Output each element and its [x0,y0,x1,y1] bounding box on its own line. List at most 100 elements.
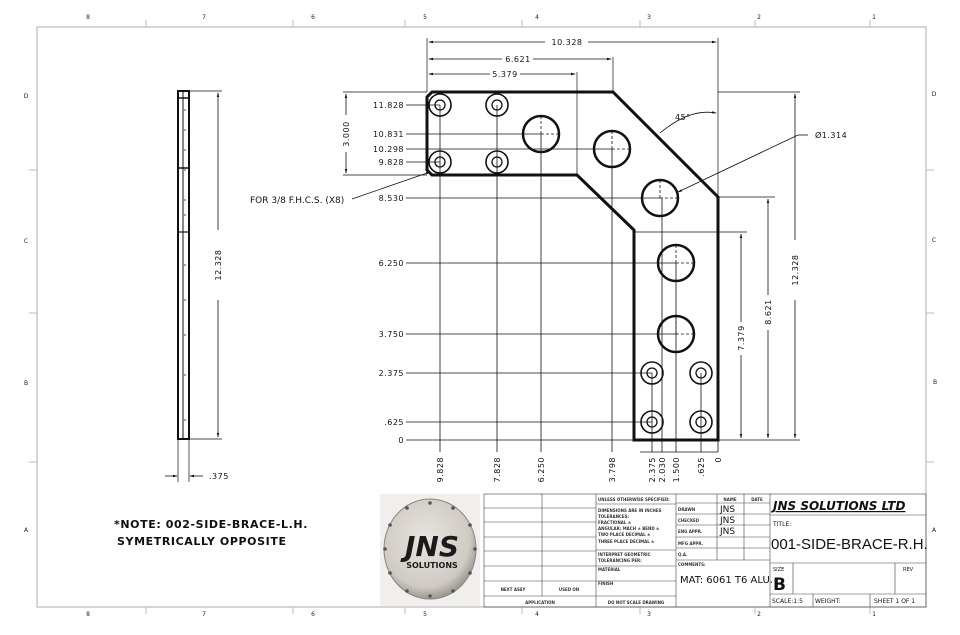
svg-text:2.375: 2.375 [648,457,657,482]
side-thickness-dim: .375 [209,472,229,481]
svg-text:Q.A.: Q.A. [678,552,688,557]
svg-text:0: 0 [714,457,723,463]
svg-text:D: D [24,93,29,100]
side-view: 12.328 .375 [165,90,229,482]
dim-top-flat: 6.621 [505,55,530,64]
svg-text:MATERIAL: MATERIAL [598,567,621,572]
svg-text:3: 3 [647,611,651,618]
svg-text:10.298: 10.298 [373,145,404,154]
svg-text:JNS: JNS [719,505,735,515]
svg-text:MFG APPR.: MFG APPR. [678,541,704,546]
svg-text:8: 8 [86,611,90,618]
company-name: JNS SOLUTIONS LTD [771,499,905,513]
svg-text:1.500: 1.500 [672,457,681,482]
zone-labels-left: D C B A [24,93,29,534]
zone-labels-bottom: 8 7 6 5 4 3 2 1 [86,611,876,618]
scale: SCALE:1:5 [772,598,803,605]
svg-text:C: C [24,238,28,245]
sheet-border [29,20,934,614]
svg-text:3: 3 [647,14,651,21]
countersunk-holes [428,93,713,434]
title-block-text: UNLESS OTHERWISE SPECIFIED: DIMENSIONS A… [501,497,928,605]
svg-text:*NOTE: 002-SIDE-BRACE-L.H.: *NOTE: 002-SIDE-BRACE-L.H. [114,518,308,531]
svg-text:A: A [932,527,937,534]
dim-arm-height: 3.000 [342,121,351,146]
svg-text:7: 7 [202,611,206,618]
dim-vertical-edge: 8.621 [764,299,773,324]
zone-labels-top: 8 7 6 5 4 3 2 1 [86,14,876,21]
svg-text:2.375: 2.375 [379,369,404,378]
svg-text:CHECKED: CHECKED [678,518,700,523]
svg-text:11.828: 11.828 [373,101,404,110]
svg-text:ENG APPR.: ENG APPR. [678,529,703,534]
svg-text:4: 4 [535,611,539,618]
svg-text:.625: .625 [384,418,404,427]
svg-text:6.250: 6.250 [379,259,404,268]
svg-text:10.831: 10.831 [373,130,404,139]
svg-text:9.828: 9.828 [379,158,404,167]
svg-text:C: C [932,237,936,244]
svg-text:JNS: JNS [719,516,735,526]
svg-text:DATE: DATE [751,497,763,502]
zone-labels-right: D C B A [932,91,937,534]
svg-text:1: 1 [872,14,876,21]
svg-text:INTERPRET GEOMETRIC: INTERPRET GEOMETRIC [598,552,651,557]
svg-text:2.030: 2.030 [658,457,667,482]
dim-overall-width: 10.328 [552,38,583,47]
sheet-size: B [773,575,786,595]
weight: WEIGHT: [815,598,841,605]
svg-text:5: 5 [423,14,427,21]
dim-leg-height: 7.379 [737,325,746,350]
dim-overall-height: 12.328 [791,255,800,286]
svg-text:0: 0 [398,436,404,445]
svg-text:5: 5 [423,611,427,618]
svg-text:6.250: 6.250 [537,457,546,482]
svg-text:NAME: NAME [723,497,736,502]
svg-text:UNLESS OTHERWISE SPECIFIED:: UNLESS OTHERWISE SPECIFIED: [598,497,670,502]
side-height-dim: 12.328 [214,250,223,281]
svg-text:REV: REV [903,567,914,573]
svg-text:JNS: JNS [400,530,459,563]
svg-text:TWO PLACE DECIMAL ±: TWO PLACE DECIMAL ± [598,532,650,537]
svg-text:DIMENSIONS ARE IN INCHES: DIMENSIONS ARE IN INCHES [598,508,662,513]
dim-bottom-flat: 5.379 [492,70,517,79]
svg-text:FRACTIONAL ±: FRACTIONAL ± [598,520,631,525]
svg-text:DRAWN: DRAWN [678,507,695,512]
svg-text:COMMENTS:: COMMENTS: [678,562,706,567]
svg-text:TITLE:: TITLE: [772,521,791,528]
svg-text:TOLERANCING PER:: TOLERANCING PER: [598,558,642,563]
svg-text:3.750: 3.750 [379,330,404,339]
svg-text:1: 1 [872,611,876,618]
drawing-note: *NOTE: 002-SIDE-BRACE-L.H. SYMETRICALLY … [114,518,308,548]
hole-diameter-callout: Ø1.314 [815,130,847,140]
svg-text:ANGULAR: MACH ± BEND ±: ANGULAR: MACH ± BEND ± [598,526,659,531]
svg-text:2: 2 [757,611,761,618]
svg-text:8: 8 [86,14,90,21]
svg-text:B: B [933,379,937,386]
svg-text:DO NOT SCALE DRAWING: DO NOT SCALE DRAWING [608,600,664,605]
svg-text:7.828: 7.828 [493,457,502,482]
svg-text:TOLERANCES:: TOLERANCES: [598,514,629,519]
svg-text:FINISH: FINISH [598,581,613,586]
svg-text:3.798: 3.798 [608,457,617,482]
svg-text:.625: .625 [697,457,706,477]
material-note: MAT: 6061 T6 ALU. [680,575,773,586]
svg-text:NEXT ASSY: NEXT ASSY [501,587,526,592]
drawing-title: 001-SIDE-BRACE-R.H. [771,536,928,553]
svg-text:APPLICATION: APPLICATION [525,600,555,605]
svg-text:8.530: 8.530 [379,194,404,203]
svg-text:7: 7 [202,14,206,21]
svg-text:2: 2 [757,14,761,21]
svg-text:SYMETRICALLY OPPOSITE: SYMETRICALLY OPPOSITE [117,535,287,548]
svg-text:SOLUTIONS: SOLUTIONS [406,561,458,570]
svg-text:B: B [24,380,28,387]
svg-text:SIZE: SIZE [773,567,784,573]
svg-text:A: A [24,527,29,534]
fastener-callout: FOR 3/8 F.H.C.S. (X8) [250,196,344,206]
title-block [483,493,927,608]
front-view: 11.828 10.831 10.298 9.828 8.530 6.250 3… [250,38,847,482]
dim-angle: 45° [675,113,691,122]
svg-text:9.828: 9.828 [436,457,445,482]
svg-text:6: 6 [311,611,315,618]
